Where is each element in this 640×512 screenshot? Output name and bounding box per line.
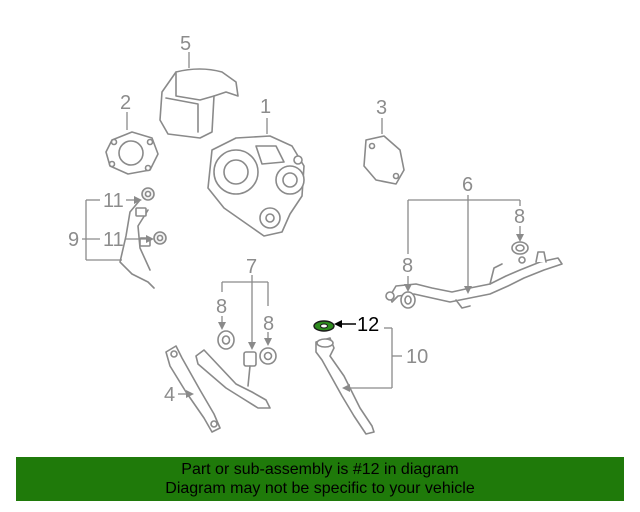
part-10-drain-tube[interactable] (315, 337, 375, 435)
callout-1[interactable]: 1 (260, 96, 271, 118)
callout-8-lower[interactable]: 8 (263, 313, 274, 335)
banner-line-disclaimer: Diagram may not be specific to your vehi… (165, 480, 475, 497)
callout-8-right[interactable]: 8 (514, 206, 525, 228)
parts-diagram: 5 2 1 (68, 33, 563, 435)
part-5-heat-shield[interactable] (159, 68, 239, 139)
part-1-turbocharger[interactable] (207, 135, 305, 237)
clip-8-mid[interactable] (400, 291, 416, 309)
callout-12[interactable]: 12 (357, 314, 379, 336)
part-6-coolant-line[interactable] (385, 251, 563, 309)
callout-4[interactable]: 4 (164, 384, 175, 406)
callout-8-left[interactable]: 8 (216, 296, 227, 318)
callout-8-mid[interactable]: 8 (402, 255, 413, 277)
callout-6[interactable]: 6 (462, 174, 473, 196)
callout-11-lower[interactable]: 11 (103, 229, 124, 251)
clip-8-left[interactable] (217, 330, 235, 350)
callout-2[interactable]: 2 (120, 92, 131, 114)
part-4-bracket[interactable] (165, 345, 221, 433)
callout-3[interactable]: 3 (376, 97, 387, 119)
part-7-pipe[interactable] (195, 349, 271, 409)
clip-8-lower[interactable] (259, 347, 277, 365)
callout-5[interactable]: 5 (180, 33, 191, 55)
clip-8-right[interactable] (511, 241, 529, 255)
callout-11-upper[interactable]: 11 (103, 190, 124, 212)
callout-10[interactable]: 10 (406, 346, 428, 368)
callout-7[interactable]: 7 (246, 256, 257, 278)
banner-line-part: Part or sub-assembly is #12 in diagram (181, 461, 459, 478)
part-9-oil-line-assembly[interactable] (119, 187, 167, 289)
callout-9[interactable]: 9 (68, 229, 79, 251)
part-3-cover[interactable] (363, 135, 405, 185)
part-2-gasket[interactable] (105, 131, 159, 175)
part-12-gasket-highlighted[interactable] (313, 320, 335, 332)
info-banner: Part or sub-assembly is #12 in diagram D… (16, 457, 624, 501)
